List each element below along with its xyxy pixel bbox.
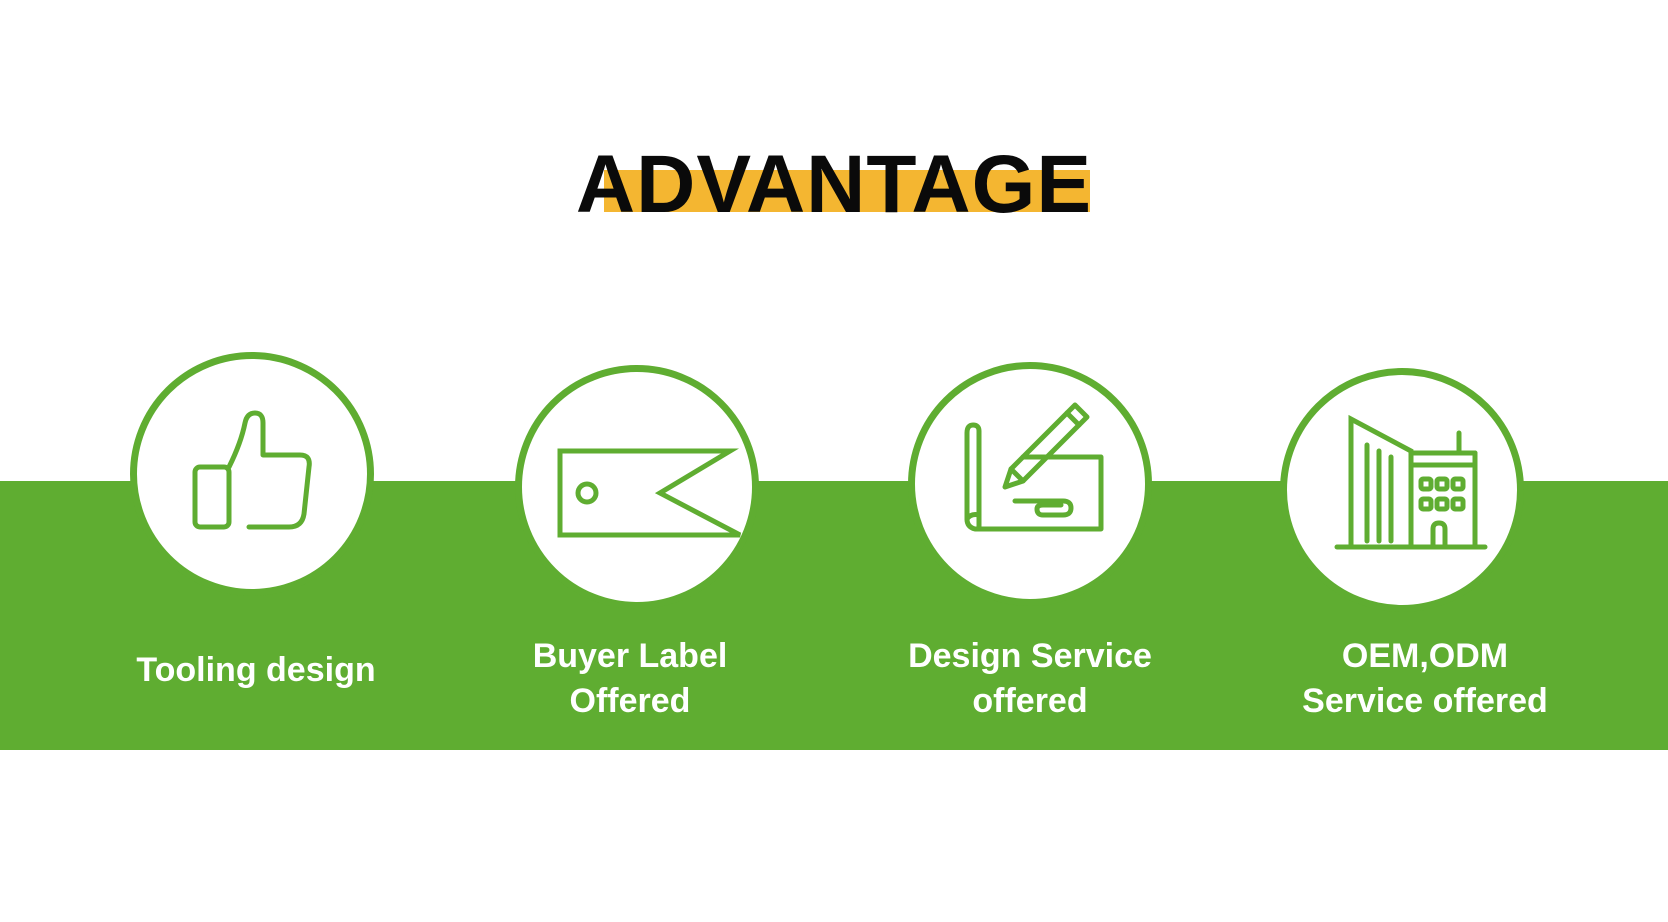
- thumbs-up-icon: [192, 410, 312, 530]
- factory-building-icon: [1334, 414, 1488, 550]
- advantage-circle-tooling: [130, 352, 374, 596]
- advantage-caption-tooling: Tooling design: [96, 648, 416, 693]
- caption-line: Buyer Label: [532, 637, 728, 675]
- caption-line: Tooling design: [136, 651, 376, 689]
- page-title: ADVANTAGE: [575, 139, 1093, 230]
- advantage-caption-oem-odm: OEM,ODM Service offered: [1255, 634, 1595, 724]
- advantage-circle-buyer-label: [515, 365, 759, 609]
- caption-line: offered: [972, 682, 1088, 720]
- advantage-caption-design-service: Design Service offered: [870, 634, 1190, 724]
- advantage-circle-oem-odm: [1280, 368, 1524, 612]
- title-highlight: [604, 170, 1090, 212]
- advantage-caption-buyer-label: Buyer Label Offered: [470, 634, 790, 724]
- blueprint-pencil-icon: [964, 402, 1104, 532]
- caption-line: Offered: [569, 682, 691, 720]
- caption-line: Service offered: [1302, 682, 1548, 720]
- advantage-circle-design-service: [908, 362, 1152, 606]
- title-wrap: ADVANTAGE: [0, 140, 1668, 230]
- caption-line: Design Service: [908, 637, 1152, 675]
- caption-line: OEM,ODM: [1341, 637, 1509, 675]
- price-tag-icon: [557, 448, 742, 538]
